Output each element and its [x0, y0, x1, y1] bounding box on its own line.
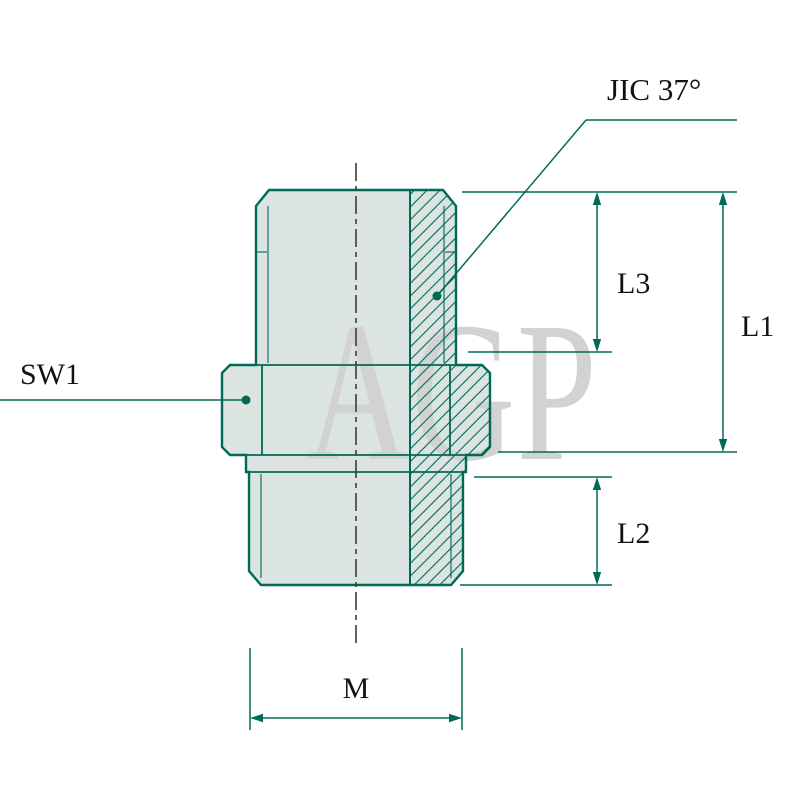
- label-m: M: [343, 672, 370, 705]
- arrow-l3-bottom: [592, 339, 602, 352]
- arrow-l2-bottom: [592, 572, 602, 585]
- label-sw1: SW1: [20, 358, 80, 391]
- arrow-m-left: [250, 713, 263, 723]
- labels: JIC 37° SW1 L3 L1 L2 M: [20, 72, 774, 705]
- fitting-outline: [220, 188, 492, 587]
- arrow-m-right: [449, 713, 462, 723]
- leader-dot-jic: [432, 291, 442, 301]
- label-l1: L1: [741, 310, 774, 343]
- leader-jic-diagonal: [436, 119, 587, 297]
- arrow-l3-top: [592, 192, 602, 205]
- fitting-linework: [220, 188, 492, 587]
- callout-jic37: JIC 37°: [607, 72, 701, 107]
- label-l3: L3: [617, 267, 650, 300]
- arrow-l2-top: [592, 477, 602, 490]
- arrowheads: [241, 192, 728, 723]
- label-l2: L2: [617, 517, 650, 550]
- arrow-l1-top: [718, 192, 728, 205]
- arrow-l1-bottom: [718, 439, 728, 452]
- dimension-linework: [0, 119, 737, 730]
- leader-dot-sw1: [241, 395, 251, 405]
